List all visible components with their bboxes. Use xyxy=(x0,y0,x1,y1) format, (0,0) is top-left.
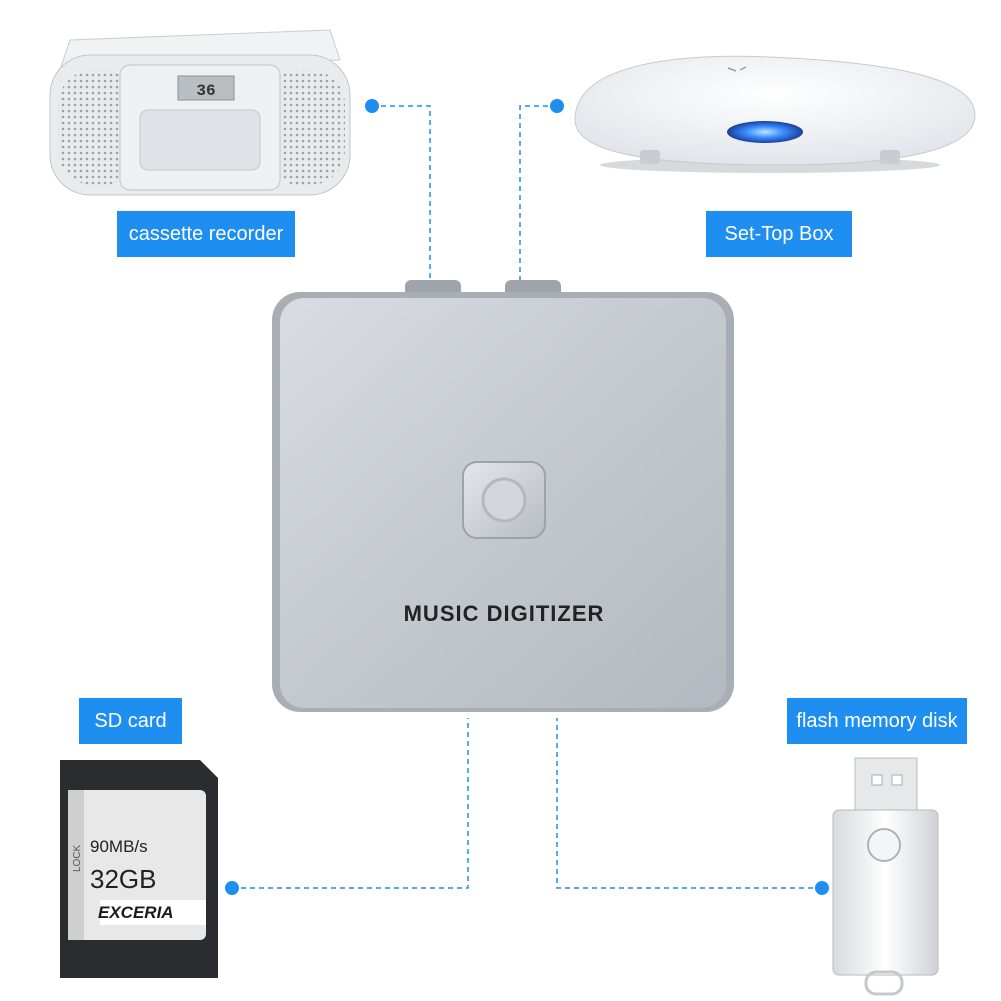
connector-dots xyxy=(225,99,829,895)
cassette-recorder-icon xyxy=(49,29,351,196)
label-set-top-box: Set-Top Box xyxy=(706,211,852,257)
sd-lock: LOCK xyxy=(72,844,83,872)
line-sd xyxy=(232,718,469,889)
line-flash xyxy=(556,718,822,889)
sd-capacity: 32GB xyxy=(90,864,157,894)
sd-card-icon xyxy=(60,760,218,978)
label-cassette-recorder: cassette recorder xyxy=(117,211,295,257)
line-cassette xyxy=(372,105,431,292)
radio-display: 36 xyxy=(196,82,215,100)
label-flash-memory-disk: flash memory disk xyxy=(787,698,967,744)
sd-speed: 90MB/s xyxy=(90,837,148,856)
connector-lines xyxy=(232,105,822,889)
sd-brand: EXCERIA xyxy=(98,903,174,922)
line-settop xyxy=(519,105,557,292)
set-top-box-icon xyxy=(574,55,976,173)
label-sd-card: SD card xyxy=(79,698,182,744)
music-digitizer-device xyxy=(272,280,734,712)
usb-flash-drive-icon xyxy=(832,757,939,996)
digitizer-title: MUSIC DIGITIZER xyxy=(404,601,605,626)
